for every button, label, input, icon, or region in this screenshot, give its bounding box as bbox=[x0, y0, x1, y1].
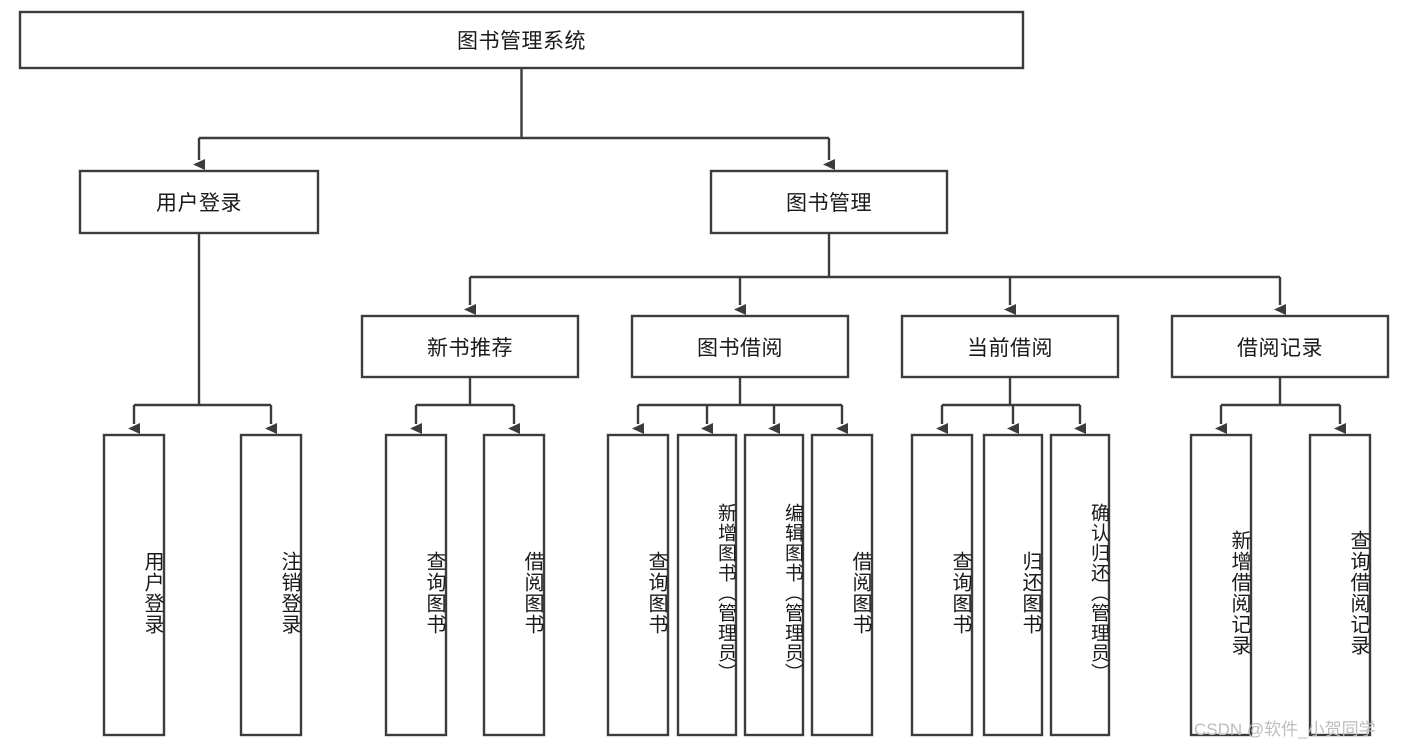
connectors-layer bbox=[128, 68, 1346, 434]
node-box-book-management bbox=[709, 169, 949, 235]
node-box-leaf-add-borrow-record bbox=[1189, 433, 1253, 737]
node-box-user-login bbox=[78, 169, 320, 235]
node-box-leaf-logout bbox=[239, 433, 303, 737]
node-box-leaf-query-borrow-record bbox=[1308, 433, 1372, 737]
node-box-borrow-record bbox=[1170, 314, 1390, 379]
node-box-leaf-borrow-book-recommend bbox=[482, 433, 546, 737]
node-box-leaf-query-book-borrow bbox=[606, 433, 670, 737]
node-box-new-book-recommend bbox=[360, 314, 580, 379]
node-box-leaf-edit-book bbox=[743, 433, 805, 737]
node-box-leaf-query-book-current bbox=[910, 433, 974, 737]
node-box-book-borrow bbox=[630, 314, 850, 379]
node-box-leaf-confirm-return bbox=[1049, 433, 1111, 737]
node-box-leaf-user-login bbox=[102, 433, 166, 737]
node-box-leaf-add-book bbox=[676, 433, 738, 737]
node-box-leaf-query-book-recommend bbox=[384, 433, 448, 737]
node-boxes-layer bbox=[18, 10, 1390, 737]
node-box-root bbox=[18, 10, 1025, 70]
node-box-leaf-borrow-book bbox=[810, 433, 874, 737]
node-box-leaf-return-book bbox=[982, 433, 1044, 737]
node-box-current-borrow bbox=[900, 314, 1120, 379]
